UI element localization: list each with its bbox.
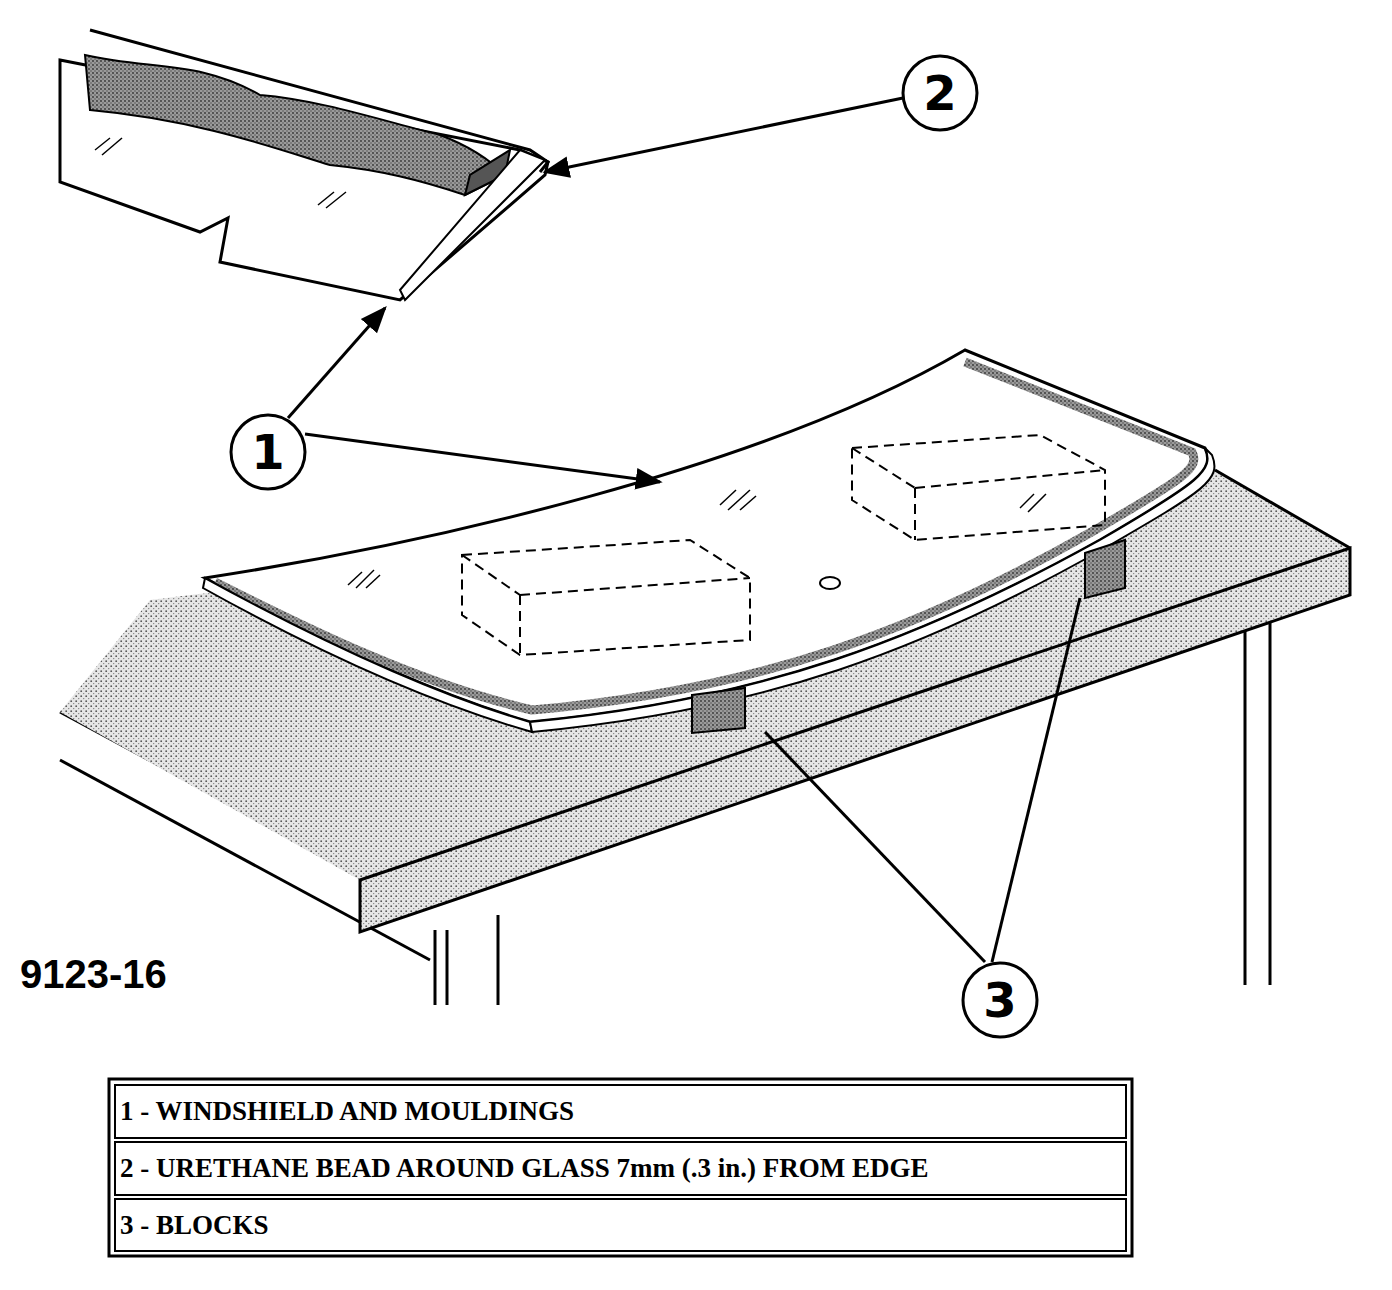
legend-table-cell: 1 - WINDSHIELD AND MOULDINGS (120, 1087, 1122, 1136)
legend-table-cell: 2 - URETHANE BEAD AROUND GLASS 7mm (.3 i… (120, 1144, 1122, 1193)
figure-number: 9123-16 (20, 952, 167, 997)
callout-number: 1 (231, 415, 305, 489)
legend-table-cell: 3 - BLOCKS (120, 1201, 1122, 1249)
callout-number: 3 (963, 963, 1037, 1037)
callout-number: 2 (903, 56, 977, 130)
